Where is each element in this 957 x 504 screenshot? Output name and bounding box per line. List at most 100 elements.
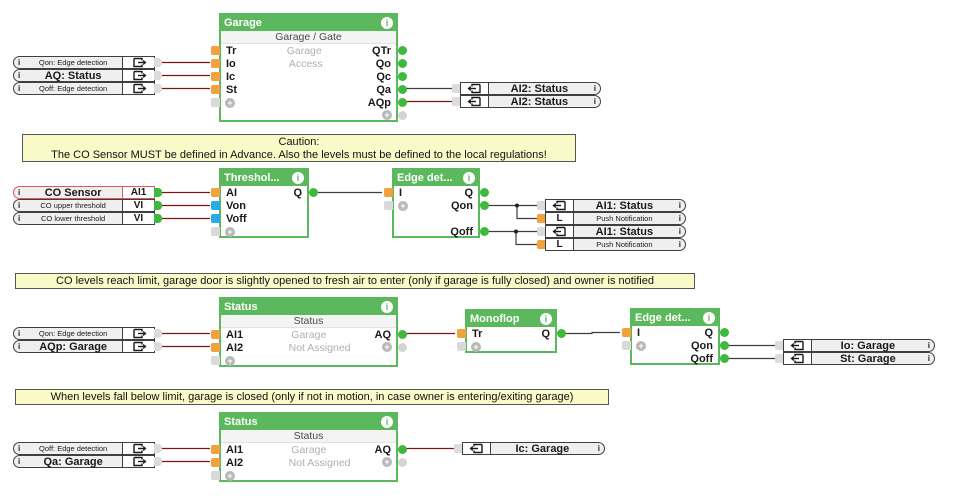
output-connector[interactable] <box>480 201 489 210</box>
info-icon[interactable]: i <box>18 214 21 223</box>
caution-banner[interactable]: Caution: The CO Sensor MUST be defined i… <box>22 134 576 162</box>
info-icon[interactable]: i <box>381 416 393 428</box>
input-ref-aq-status[interactable]: i AQ: Status <box>13 69 162 82</box>
add-input-connector[interactable] <box>211 227 220 236</box>
output-ref-ai2-status-2[interactable]: AI2: Status i <box>452 95 601 108</box>
input-ref-qa-garage[interactable]: i Qa: Garage <box>13 455 162 468</box>
ref-connector[interactable] <box>537 240 545 249</box>
ref-connector[interactable] <box>154 84 162 93</box>
output-ref-st-garage[interactable]: St: Garage i <box>775 352 935 365</box>
input-connector[interactable] <box>211 330 220 339</box>
info-icon[interactable]: i <box>18 342 21 351</box>
info-icon[interactable]: i <box>18 329 21 338</box>
add-input-button[interactable]: + <box>398 200 408 211</box>
input-connector[interactable] <box>211 188 220 197</box>
ref-connector[interactable] <box>537 201 545 210</box>
output-ref-ai1-status-2[interactable]: AI1: Status i <box>537 225 686 238</box>
add-input-button[interactable]: + <box>225 97 235 108</box>
info-icon[interactable]: i <box>593 97 596 106</box>
info-icon[interactable]: i <box>18 201 21 210</box>
info-icon[interactable]: i <box>18 84 21 93</box>
input-connector[interactable] <box>211 214 220 223</box>
info-icon[interactable]: i <box>597 444 600 453</box>
output-connector[interactable] <box>398 85 407 94</box>
add-output-connector[interactable] <box>398 343 407 352</box>
info-icon[interactable]: i <box>927 341 930 350</box>
input-ref-qoff-edge-detection[interactable]: i Qoff: Edge detection <box>13 82 162 95</box>
input-ref-aqp-garage[interactable]: i AQp: Garage <box>13 340 162 353</box>
ref-connector[interactable] <box>154 201 162 210</box>
input-connector[interactable] <box>211 59 220 68</box>
info-icon[interactable]: i <box>18 188 21 197</box>
output-connector[interactable] <box>398 72 407 81</box>
threshold-block[interactable]: Threshol... i AI Q Von Voff + <box>211 168 318 238</box>
add-output-connector[interactable] <box>398 458 407 467</box>
monoflop-block[interactable]: Monoflop i Tr Q + <box>457 309 566 353</box>
input-connector[interactable] <box>457 329 466 338</box>
co-limit-banner[interactable]: CO levels reach limit, garage door is sl… <box>15 273 695 289</box>
status-block-mid[interactable]: Status i Status AI1 Garage AQ AI2 Not As… <box>211 297 407 367</box>
output-connector[interactable] <box>720 341 729 350</box>
add-input-connector[interactable] <box>211 98 220 107</box>
edge-detection-block-top[interactable]: Edge det... i I Q + Qon Qoff <box>384 168 489 238</box>
info-icon[interactable]: i <box>927 354 930 363</box>
info-icon[interactable]: i <box>678 214 681 223</box>
ref-connector[interactable] <box>454 444 462 453</box>
add-input-button[interactable]: + <box>225 226 235 237</box>
ref-connector[interactable] <box>537 214 545 223</box>
input-ref-qoff-edge-detection-bottom[interactable]: i Qoff: Edge detection <box>13 442 162 455</box>
add-input-button[interactable]: + <box>225 355 235 366</box>
input-ref-qon-edge-detection-mid[interactable]: i Qon: Edge detection <box>13 327 162 340</box>
ref-connector[interactable] <box>154 71 162 80</box>
info-icon[interactable]: i <box>593 84 596 93</box>
output-ref-io-garage[interactable]: Io: Garage i <box>775 339 935 352</box>
input-ref-co-upper-threshold[interactable]: i CO upper threshold VI <box>13 199 162 212</box>
output-connector[interactable] <box>398 46 407 55</box>
info-icon[interactable]: i <box>381 301 393 313</box>
input-ref-co-lower-threshold[interactable]: i CO lower threshold VI <box>13 212 162 225</box>
input-ref-qon-edge-detection[interactable]: i Qon: Edge detection <box>13 56 162 69</box>
output-connector[interactable] <box>398 59 407 68</box>
add-input-connector[interactable] <box>457 342 466 351</box>
input-connector[interactable] <box>211 458 220 467</box>
input-connector[interactable] <box>211 201 220 210</box>
input-ref-co-sensor[interactable]: i CO Sensor AI1 <box>13 186 162 199</box>
ref-connector[interactable] <box>154 457 162 466</box>
input-connector[interactable] <box>211 72 220 81</box>
status-block-bottom[interactable]: Status i Status AI1 Garage AQ AI2 Not As… <box>211 412 407 482</box>
output-connector[interactable] <box>398 445 407 454</box>
input-connector[interactable] <box>384 188 393 197</box>
add-output-button[interactable]: + <box>382 342 392 352</box>
output-connector[interactable] <box>480 188 489 197</box>
add-input-connector[interactable] <box>384 201 393 210</box>
info-icon[interactable]: i <box>381 17 393 29</box>
info-icon[interactable]: i <box>18 444 21 453</box>
output-connector[interactable] <box>557 329 566 338</box>
add-input-connector[interactable] <box>622 341 631 350</box>
output-ref-ic-garage[interactable]: Ic: Garage i <box>454 442 605 455</box>
ref-connector[interactable] <box>154 188 162 197</box>
ref-connector[interactable] <box>452 97 460 106</box>
ref-connector[interactable] <box>775 354 783 363</box>
ref-connector[interactable] <box>154 342 162 351</box>
add-input-connector[interactable] <box>211 471 220 480</box>
output-connector[interactable] <box>720 354 729 363</box>
add-output-button[interactable]: + <box>382 457 392 467</box>
input-connector[interactable] <box>211 85 220 94</box>
info-icon[interactable]: i <box>678 201 681 210</box>
ref-connector[interactable] <box>452 84 460 93</box>
output-connector[interactable] <box>398 98 407 107</box>
ref-connector[interactable] <box>154 58 162 67</box>
info-icon[interactable]: i <box>292 172 304 184</box>
output-connector[interactable] <box>480 227 489 236</box>
info-icon[interactable]: i <box>678 227 681 236</box>
garage-block[interactable]: Garage i Garage / Gate Tr Garage QTr Io … <box>211 13 407 122</box>
info-icon[interactable]: i <box>463 172 475 184</box>
output-ref-push-notification-2[interactable]: L Push Notification i <box>537 238 686 251</box>
info-icon[interactable]: i <box>18 58 21 67</box>
input-connector[interactable] <box>622 328 631 337</box>
levels-fall-banner[interactable]: When levels fall below limit, garage is … <box>15 389 609 405</box>
output-ref-push-notification-1[interactable]: L Push Notification i <box>537 212 686 225</box>
output-connector[interactable] <box>309 188 318 197</box>
output-connector[interactable] <box>398 330 407 339</box>
